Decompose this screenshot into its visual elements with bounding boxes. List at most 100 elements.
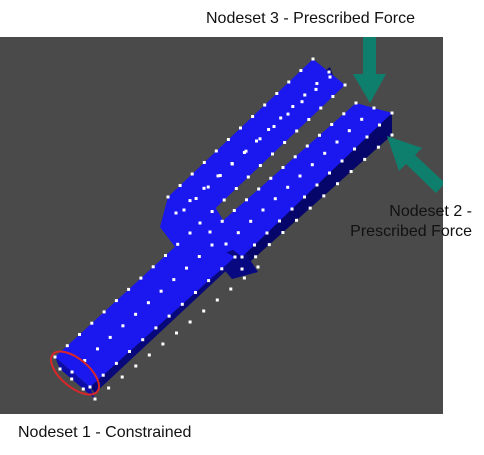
handle-end-face <box>55 357 95 399</box>
node-marker <box>147 353 151 357</box>
node-marker <box>210 210 214 213</box>
node-marker <box>222 198 226 202</box>
node-marker <box>365 135 369 139</box>
node-marker <box>210 243 214 247</box>
node-marker <box>323 151 327 155</box>
nodeset3-force-arrow <box>353 37 386 103</box>
node-marker <box>293 155 297 159</box>
node-marker <box>273 197 277 201</box>
node-marker <box>226 138 230 141</box>
node-marker <box>194 291 197 294</box>
node-marker <box>207 279 211 283</box>
node-marker <box>249 219 253 223</box>
node-marker <box>295 129 299 133</box>
node-marker <box>335 140 339 144</box>
node-marker <box>244 149 248 153</box>
node-marker <box>121 324 125 328</box>
node-marker <box>286 112 290 116</box>
node-marker <box>305 144 309 148</box>
node-marker <box>342 112 346 116</box>
node-marker <box>269 176 273 180</box>
node-marker <box>202 309 206 313</box>
node-marker <box>206 185 210 189</box>
node-marker <box>271 152 274 156</box>
node-marker <box>303 93 307 97</box>
node-marker <box>311 57 315 61</box>
node-marker <box>182 208 186 212</box>
node-marker <box>258 164 262 167</box>
node-marker <box>255 139 258 143</box>
node-marker <box>83 359 87 362</box>
node-marker <box>256 265 260 269</box>
node-marker <box>300 100 304 104</box>
node-marker <box>298 174 302 178</box>
node-marker <box>315 183 319 187</box>
node-marker <box>107 386 111 390</box>
node-marker <box>65 344 69 348</box>
node-marker <box>96 347 99 351</box>
node-marker <box>139 276 143 280</box>
node-marker <box>224 242 228 246</box>
node-marker <box>220 267 224 271</box>
node-marker <box>70 370 74 374</box>
node-marker <box>390 111 394 115</box>
node-marker <box>185 266 188 270</box>
node-marker <box>234 187 238 190</box>
node-marker <box>278 219 281 223</box>
node-marker <box>127 287 131 291</box>
node-marker <box>134 312 138 316</box>
junction-top <box>160 197 240 267</box>
node-marker <box>363 157 367 161</box>
node-marker <box>275 92 279 95</box>
constraint-ellipse <box>50 350 100 396</box>
node-marker <box>290 207 294 211</box>
node-marker <box>202 161 206 164</box>
node-marker <box>253 243 256 247</box>
mesh-scene <box>0 37 443 414</box>
node-marker <box>267 128 271 131</box>
node-marker <box>164 254 167 257</box>
nodeset2-force-arrow <box>387 136 443 193</box>
node-marker <box>240 267 244 271</box>
node-marker <box>190 172 194 176</box>
node-marker <box>236 231 240 235</box>
node-marker <box>194 197 198 200</box>
node-marker <box>279 116 283 120</box>
node-marker <box>308 206 312 210</box>
node-marker <box>295 218 298 222</box>
node-marker <box>202 186 206 190</box>
node-marker <box>258 137 262 141</box>
node-marker <box>188 231 192 235</box>
right-prong-top <box>210 103 392 257</box>
mesh-viewport <box>0 37 443 414</box>
node-marker <box>390 133 394 137</box>
node-marker <box>220 219 224 223</box>
node-marker <box>58 367 62 371</box>
node-marker <box>134 364 138 368</box>
node-marker <box>328 171 331 175</box>
nodeset2-label-line2: Prescribed Force <box>350 223 472 240</box>
node-marker <box>281 231 285 234</box>
node-marker <box>310 163 314 167</box>
node-marker <box>319 106 323 110</box>
node-marker <box>239 126 242 130</box>
handle-top <box>55 233 235 387</box>
node-marker <box>101 373 105 377</box>
node-marker <box>178 184 182 187</box>
node-marker <box>245 198 248 202</box>
node-marker <box>167 314 171 318</box>
node-marker <box>336 182 339 186</box>
node-marker <box>208 230 212 234</box>
node-marker <box>307 118 311 121</box>
tuning-fork-mesh <box>55 59 392 399</box>
node-marker <box>114 299 118 303</box>
node-marker <box>146 301 150 305</box>
node-marker <box>303 195 306 199</box>
node-marker <box>242 151 246 154</box>
node-marker <box>263 103 267 107</box>
node-marker <box>128 350 131 353</box>
node-marker <box>78 333 81 336</box>
node-marker <box>291 105 295 108</box>
node-marker <box>267 243 271 247</box>
node-marker <box>172 278 176 282</box>
